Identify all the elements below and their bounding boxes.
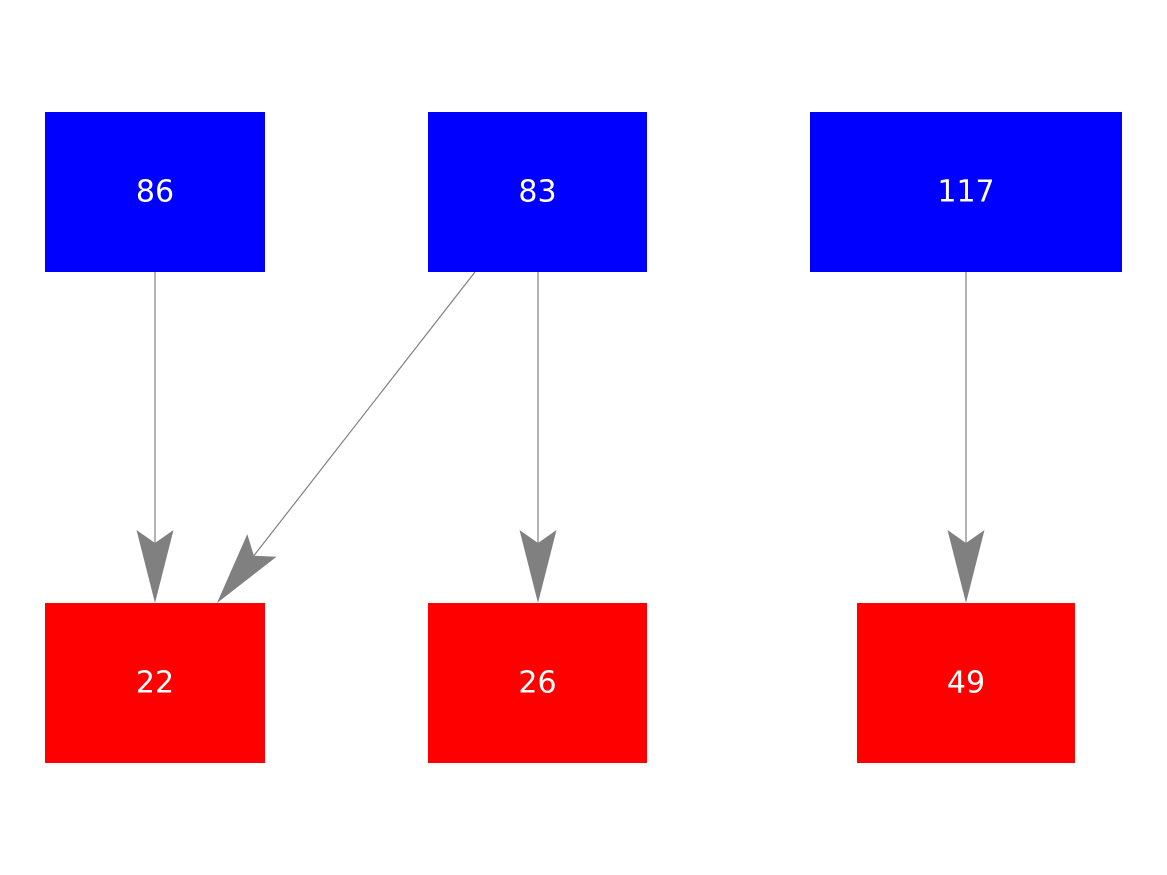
edge-arrowhead-86-22 [136, 530, 174, 603]
node-box-26 [428, 603, 647, 763]
node-label-49: 49 [947, 666, 985, 701]
node-label-26: 26 [518, 666, 556, 701]
edge-arrowhead-83-22 [217, 534, 277, 603]
node-box-86 [45, 112, 265, 272]
edge-arrowhead-83-26 [519, 530, 557, 603]
node-box-22 [45, 603, 265, 763]
node-box-49 [857, 603, 1075, 763]
edge-arrowhead-117-49 [947, 530, 985, 603]
node-box-83 [428, 112, 647, 272]
node-label-86: 86 [136, 175, 174, 210]
edge-line-83-22 [253, 271, 476, 557]
node-label-83: 83 [518, 175, 556, 210]
node-label-117: 117 [937, 175, 994, 210]
node-label-22: 22 [136, 666, 174, 701]
node-box-117 [810, 112, 1122, 272]
